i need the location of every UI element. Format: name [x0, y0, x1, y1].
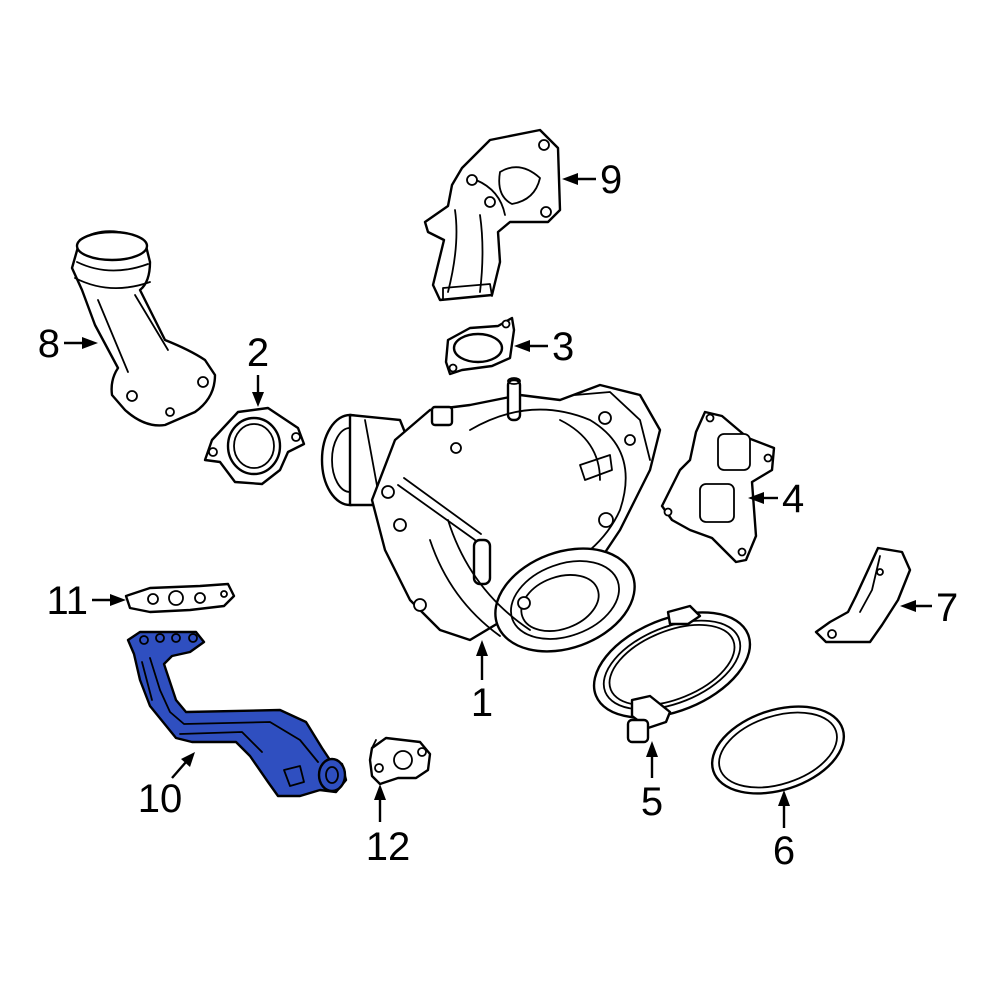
part-8-intake-pipe[interactable]: [70, 230, 217, 427]
part-4-gasket[interactable]: [660, 410, 776, 564]
part-7-bracket[interactable]: [814, 546, 912, 644]
part-10-oil-line[interactable]: [126, 630, 348, 798]
callout-1: 1: [471, 681, 493, 725]
callout-9: 9: [600, 158, 622, 202]
part-3-gasket[interactable]: [444, 316, 516, 376]
callout-numbers: 1 2 3 4 5 6 7 8 9 10 11 12: [38, 158, 959, 873]
callout-8: 8: [38, 322, 60, 366]
part-9-exhaust-elbow[interactable]: [423, 128, 562, 302]
part-2-gasket[interactable]: [203, 406, 306, 486]
part-12-gasket[interactable]: [368, 736, 432, 786]
callout-6: 6: [773, 829, 795, 873]
callout-10: 10: [138, 777, 183, 821]
leader-arrows: [64, 173, 932, 828]
callout-4: 4: [782, 477, 804, 521]
callout-11: 11: [46, 579, 88, 623]
part-6-seal-ring[interactable]: [701, 691, 855, 809]
callout-12: 12: [366, 825, 411, 869]
part-5-clamp[interactable]: [579, 592, 766, 744]
callout-5: 5: [641, 780, 663, 824]
callout-2: 2: [247, 331, 269, 375]
part-1-turbocharger[interactable]: [320, 377, 662, 670]
callout-7: 7: [936, 586, 958, 630]
callout-3: 3: [552, 325, 574, 369]
part-11-gasket[interactable]: [124, 582, 236, 614]
